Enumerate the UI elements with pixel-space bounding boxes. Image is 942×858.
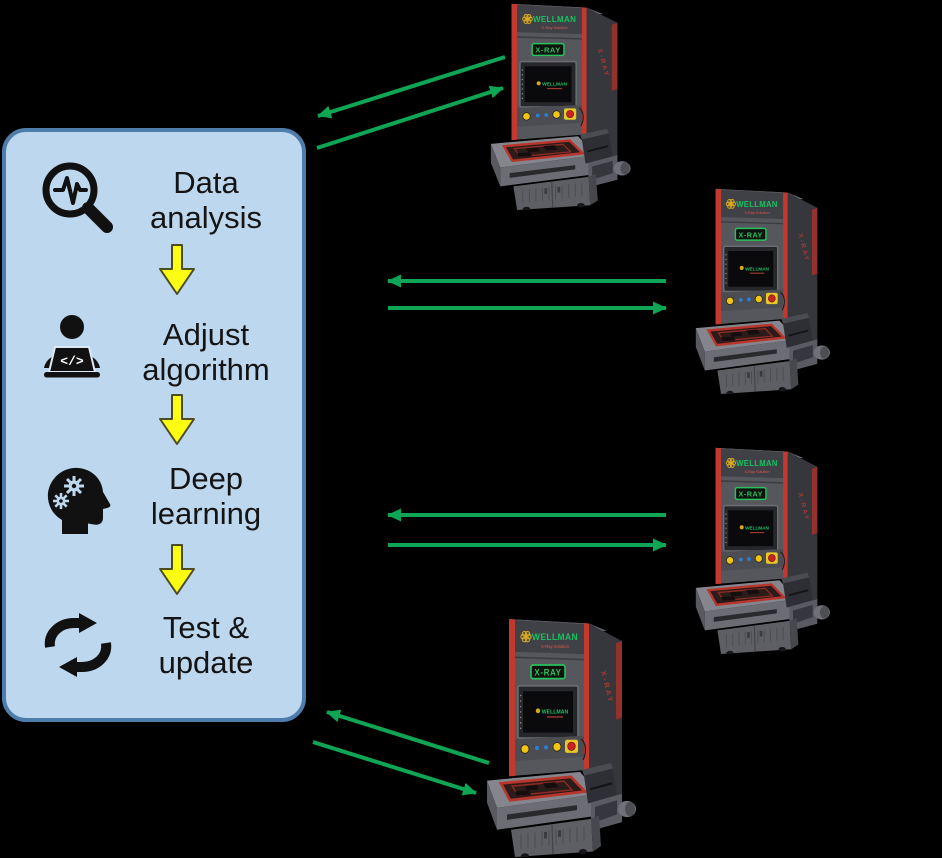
xray-machine-4 [485, 617, 645, 857]
link-arrow-panel-to-machine1 [316, 85, 504, 150]
step-data-analysis: Data analysis [6, 152, 302, 248]
link-arrow-machine1-to-panel [317, 55, 506, 119]
xray-machine-2 [694, 187, 838, 394]
step-label-adjust-algorithm: Adjust algorithm [142, 316, 270, 387]
flow-down-arrow-1 [159, 244, 195, 295]
pulse-magnifier-icon [36, 158, 120, 242]
step-test-update: Test & update [6, 604, 302, 686]
xray-machine-1 [489, 2, 639, 210]
link-arrow-machine4-to-panel [326, 709, 490, 765]
sync-arrows-icon [36, 603, 120, 687]
step-label-data-analysis: Data analysis [150, 164, 262, 235]
xray-machine-3 [694, 446, 838, 654]
workflow-panel: Data analysis </> Adjust algorithm [2, 128, 306, 722]
link-arrow-panel-to-machine4 [312, 740, 477, 796]
flow-down-arrow-3 [159, 544, 195, 595]
step-label-test-update: Test & update [158, 609, 254, 680]
flow-down-arrow-2 [159, 394, 195, 445]
step-label-deep-learning: Deep learning [150, 460, 262, 531]
laptop-code-glyph: </> [60, 354, 84, 369]
step-deep-learning: Deep learning [6, 452, 302, 540]
step-adjust-algorithm: </> Adjust algorithm [6, 308, 302, 396]
developer-laptop-icon: </> [36, 310, 120, 394]
head-gears-icon [36, 454, 120, 538]
